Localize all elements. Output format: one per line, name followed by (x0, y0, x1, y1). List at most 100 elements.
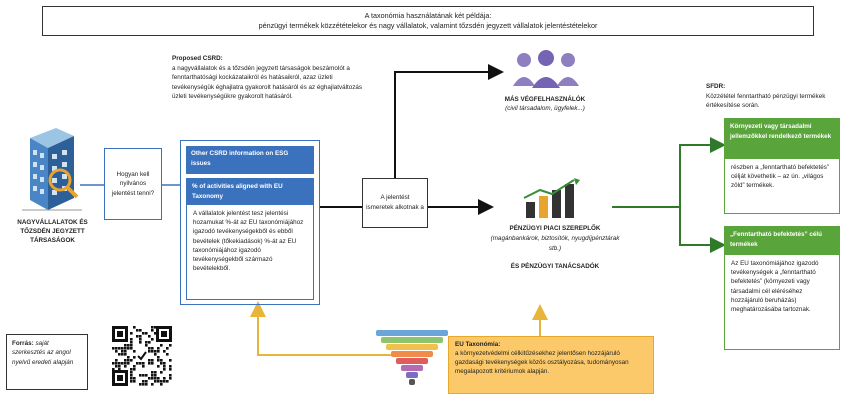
qr-module (157, 380, 160, 383)
title-box: A taxonómia használatának két példája: p… (42, 6, 814, 36)
qr-module (112, 347, 115, 350)
qr-module (151, 377, 154, 380)
qr-module (169, 365, 172, 368)
qr-module (160, 383, 163, 386)
qr-module (118, 353, 121, 356)
blue-box-taxonomy-heading: % of activities aligned with EU Taxonomy (187, 179, 313, 205)
qr-module (133, 380, 136, 383)
qr-module (133, 326, 136, 329)
qr-module (145, 341, 148, 344)
qr-module (160, 380, 163, 383)
qr-module (166, 380, 169, 383)
company-label: NAGYVÁLLALATOK ÉS TŐZSDÉN JEGYZETT TÁRSA… (17, 219, 88, 244)
qr-module (142, 374, 145, 377)
qr-module (142, 365, 145, 368)
qr-module (151, 329, 154, 332)
qr-module (154, 371, 157, 374)
qr-module (121, 347, 124, 350)
qr-module (133, 377, 136, 380)
qr-module (169, 344, 172, 347)
arrow-yellow-loop (250, 301, 420, 356)
qr-module (148, 377, 151, 380)
qr-module (121, 350, 124, 353)
blue-box-taxonomy-body: A vállalatok jelentést tesz jelentési ho… (193, 210, 304, 273)
qr-module (139, 335, 142, 338)
end-users-icon (512, 48, 580, 90)
blue-box-other-csrd: Other CSRD information on ESG issues (186, 146, 314, 174)
qr-module (145, 383, 148, 386)
qr-module (166, 353, 169, 356)
green-box-sustainable: „Fenntartható befektetés” célú termékek … (724, 226, 840, 350)
qr-module (142, 332, 145, 335)
taxonomy-funnel-icon (376, 330, 448, 388)
qr-module (157, 365, 160, 368)
green-box-light-green: Környezeti vagy társadalmi jellemzőkkel … (724, 118, 840, 214)
csrd-heading: Proposed CSRD: (172, 55, 223, 62)
qr-module (151, 326, 154, 329)
qr-module (151, 350, 154, 353)
qr-module (139, 341, 142, 344)
qr-module (124, 347, 127, 350)
qr-module (121, 362, 124, 365)
financial-title: PÉNZÜGYI PIACI SZEREPLŐK (509, 225, 601, 232)
qr-module (127, 359, 130, 362)
qr-module (124, 353, 127, 356)
blue-panel (180, 140, 320, 305)
qr-module (148, 347, 151, 350)
qr-module (115, 347, 118, 350)
qr-module (115, 365, 118, 368)
qr-module (136, 335, 139, 338)
qr-module (154, 353, 157, 356)
csrd-text: a nagyvállalatok és a tőzsdén jegyzett t… (172, 64, 363, 101)
qr-module (163, 365, 166, 368)
qr-module (118, 347, 121, 350)
qr-module (130, 332, 133, 335)
qr-module (169, 359, 172, 362)
qr-module (142, 380, 145, 383)
qr-module (145, 380, 148, 383)
qr-module (130, 341, 133, 344)
eu-taxonomy-text: a környezetvédelmi célkitűzésekhez jelen… (455, 350, 629, 375)
qr-module (163, 362, 166, 365)
qr-module (148, 341, 151, 344)
middle-text: A jelentést ismeretek alkotnak a (366, 194, 424, 211)
qr-module (130, 359, 133, 362)
green-box2-heading: „Fenntartható befektetés” célú termékek (725, 227, 839, 255)
qr-module (151, 338, 154, 341)
qr-module (154, 350, 157, 353)
financial-title2: ÉS PÉNZÜGYI TANÁCSADÓK (510, 263, 600, 270)
qr-module (157, 350, 160, 353)
qr-module (130, 371, 133, 374)
qr-module (163, 368, 166, 371)
green-box1-heading: Környezeti vagy társadalmi jellemzőkkel … (725, 119, 839, 159)
financial-chart-icon (522, 178, 584, 218)
sfdr-block: SFDR: Közzététel fenntartható pénzügyi t… (706, 82, 836, 111)
qr-module (115, 362, 118, 365)
qr-module (127, 344, 130, 347)
qr-module (163, 377, 166, 380)
qr-module (127, 347, 130, 350)
qr-module (151, 362, 154, 365)
qr-module (130, 377, 133, 380)
qr-module (127, 362, 130, 365)
qr-module (133, 365, 136, 368)
qr-code[interactable] (110, 324, 174, 388)
qr-module (139, 374, 142, 377)
qr-module (160, 344, 163, 347)
qr-module (118, 362, 121, 365)
end-users-subtitle: (civil társadalom, ügyfelek...) (505, 105, 585, 112)
qr-module (148, 350, 151, 353)
qr-module (124, 350, 127, 353)
qr-module (115, 359, 118, 362)
qr-module (145, 374, 148, 377)
title-line1: A taxonómia használatának két példája: (364, 11, 492, 20)
green-box1-body: részben a „fenntartható befektetés” célj… (731, 164, 830, 190)
sfdr-heading: SFDR: (706, 83, 726, 90)
qr-module (133, 356, 136, 359)
qr-module (154, 377, 157, 380)
end-users-title: MÁS VÉGFELHASZNÁLÓK (504, 96, 586, 103)
qr-module (169, 374, 172, 377)
qr-module (160, 359, 163, 362)
qr-module (148, 335, 151, 338)
